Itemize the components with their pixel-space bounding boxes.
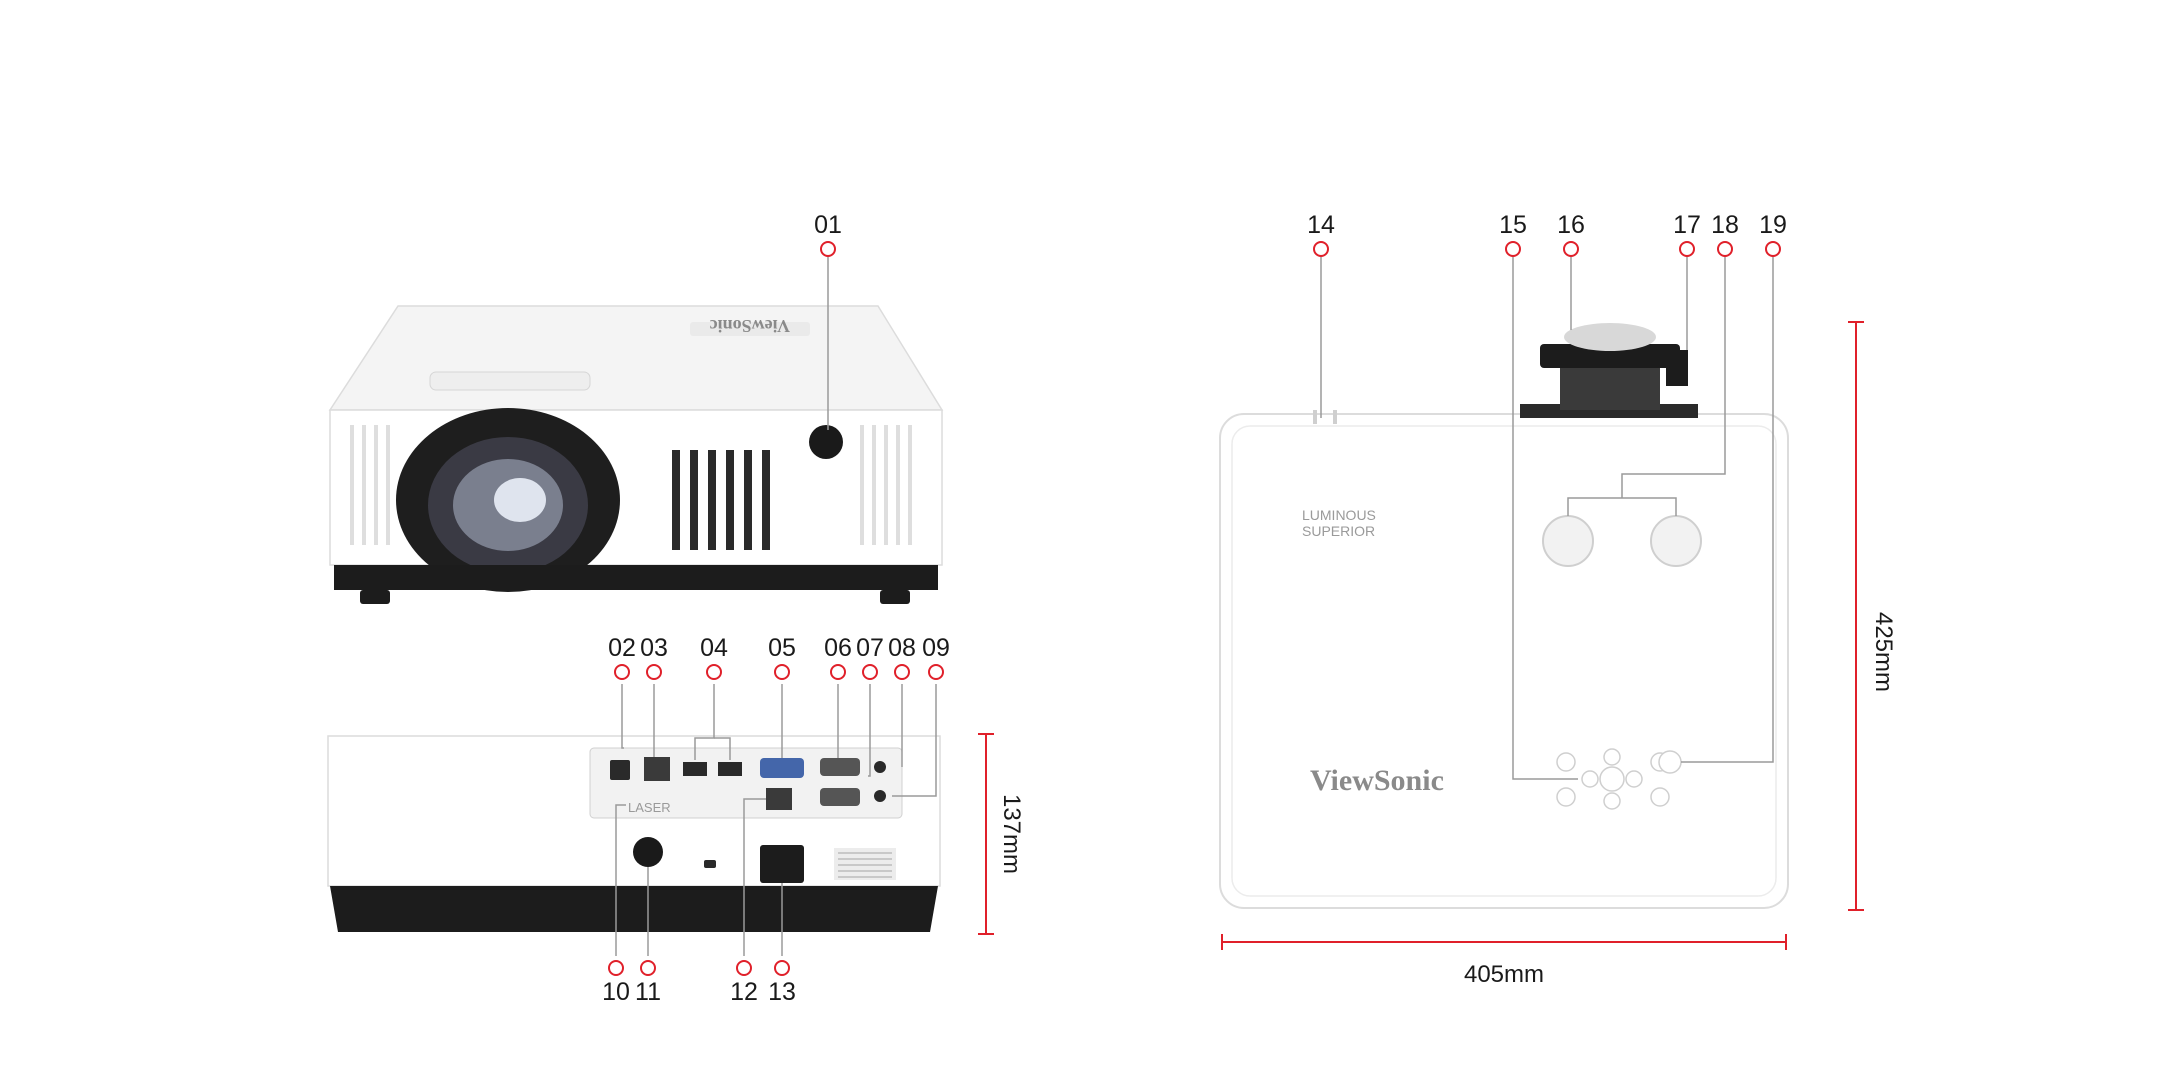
- port-rj45-bottom: [766, 788, 792, 810]
- rear-laser-mark: LASER: [628, 800, 671, 815]
- lens-shift-knob-horizontal: [1542, 515, 1594, 567]
- front-ir-receiver: [809, 425, 843, 459]
- callout-marker-03: [646, 664, 662, 680]
- callout-label-02: 02: [608, 634, 636, 662]
- callout-marker-05: [774, 664, 790, 680]
- luminous-line1: LUMINOUS: [1302, 507, 1376, 523]
- dimension-width: 405mm: [1221, 934, 1787, 988]
- rear-view: LASER: [327, 735, 941, 932]
- port-audio-in: [874, 761, 886, 773]
- callout-marker-12: [736, 960, 752, 976]
- callout-label-14: 14: [1307, 211, 1335, 239]
- callout-label-18: 18: [1711, 211, 1739, 239]
- callout-label-19: 19: [1759, 211, 1787, 239]
- rear-speaker-grille: [834, 848, 896, 880]
- callout-marker-14: [1313, 241, 1329, 257]
- callout-marker-16: [1563, 241, 1579, 257]
- callout-marker-18: [1717, 241, 1733, 257]
- dimension-height: 137mm: [978, 733, 1025, 935]
- dimension-height-label: 137mm: [998, 794, 1025, 874]
- dimension-depth: 425mm: [1848, 321, 1897, 911]
- callout-marker-11: [640, 960, 656, 976]
- callout-label-12: 12: [730, 978, 758, 1006]
- callout-label-08: 08: [888, 634, 916, 662]
- dimension-depth-label: 425mm: [1870, 612, 1897, 692]
- callout-label-11: 11: [635, 978, 661, 1006]
- callout-marker-09: [928, 664, 944, 680]
- top-lens: [1520, 323, 1698, 418]
- port-rj45-top: [644, 757, 670, 781]
- control-keypad: [1556, 748, 1682, 810]
- kensington-slot: [704, 860, 716, 868]
- dimension-width-label: 405mm: [1464, 961, 1544, 988]
- port-usb-b: [610, 760, 630, 780]
- callout-marker-02: [614, 664, 630, 680]
- callouts: 01 02 03 04 05 06 07 08 09 10 11 12 13 1…: [602, 211, 1787, 1006]
- top-view: LUMINOUS SUPERIOR ViewSonic: [1219, 323, 1789, 909]
- callout-marker-13: [774, 960, 790, 976]
- luminous-line2: SUPERIOR: [1302, 523, 1375, 539]
- port-hdmi-2: [718, 762, 742, 776]
- power-inlet: [760, 845, 804, 883]
- port-vga: [760, 758, 804, 778]
- callout-label-17: 17: [1673, 211, 1701, 239]
- callout-label-09: 09: [922, 634, 950, 662]
- front-grille: [672, 450, 770, 550]
- port-rs232-bottom: [820, 788, 860, 806]
- callout-label-01: 01: [814, 211, 842, 239]
- rear-ir-receiver: [633, 837, 663, 867]
- leader-lines: [615, 249, 1774, 956]
- callout-marker-07: [862, 664, 878, 680]
- top-brand: ViewSonic: [1310, 764, 1444, 797]
- callout-marker-19: [1765, 241, 1781, 257]
- callout-marker-17: [1679, 241, 1695, 257]
- front-vents-right: [860, 425, 912, 545]
- callout-marker-04: [706, 664, 722, 680]
- callout-label-06: 06: [824, 634, 852, 662]
- callout-label-03: 03: [640, 634, 668, 662]
- port-hdmi-1: [683, 762, 707, 776]
- lens-shift-knob-vertical: [1650, 515, 1702, 567]
- callout-label-07: 07: [856, 634, 884, 662]
- port-audio-out: [874, 790, 886, 802]
- callout-label-10: 10: [602, 978, 630, 1006]
- callout-marker-15: [1505, 241, 1521, 257]
- callout-marker-06: [830, 664, 846, 680]
- callout-label-16: 16: [1557, 211, 1585, 239]
- callout-marker-08: [894, 664, 910, 680]
- callout-label-05: 05: [768, 634, 796, 662]
- callout-marker-10: [608, 960, 624, 976]
- callout-marker-01: [820, 241, 836, 257]
- front-lens: [396, 408, 620, 592]
- callout-label-04: 04: [700, 634, 728, 662]
- front-vents-left: [350, 425, 390, 545]
- callout-label-15: 15: [1499, 211, 1527, 239]
- port-rs232-top: [820, 758, 860, 776]
- front-view: ViewSonic: [328, 305, 944, 604]
- callout-label-13: 13: [768, 978, 796, 1006]
- front-top-brand: ViewSonic: [710, 316, 790, 336]
